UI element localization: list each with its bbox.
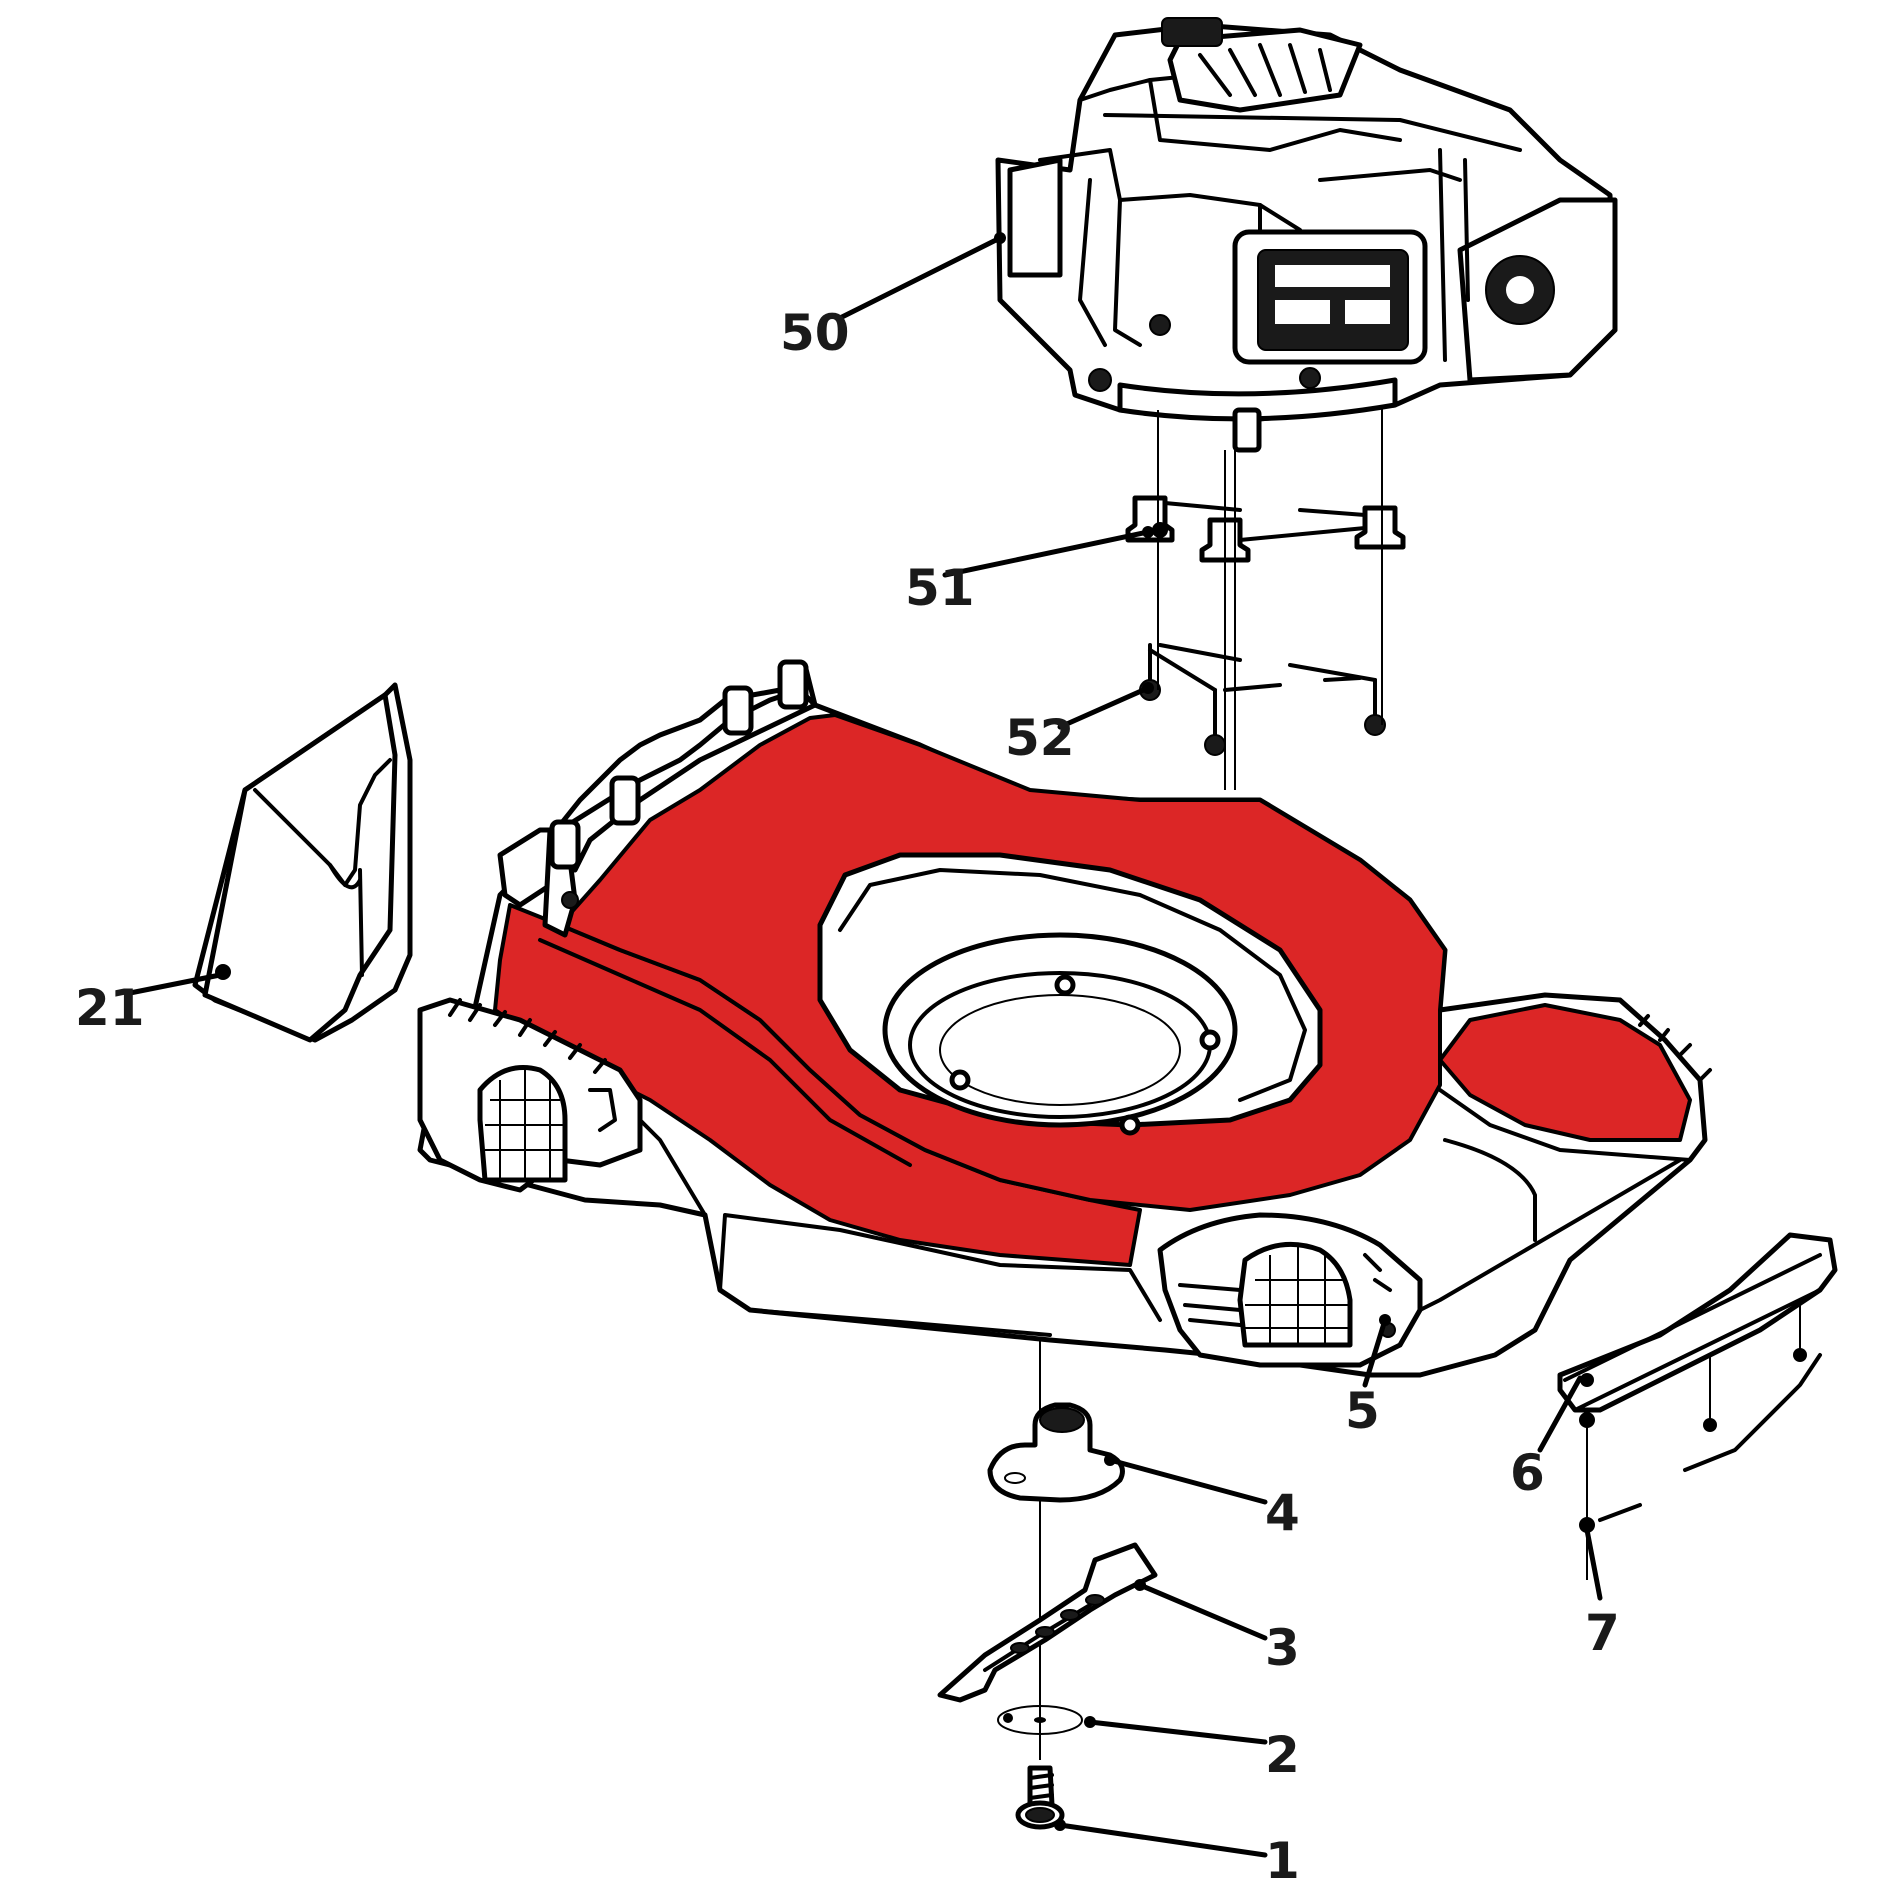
leader-lines (127, 232, 1603, 1858)
callout-2: 2 (1265, 1726, 1300, 1784)
engine-part (995, 17, 1618, 453)
mounting-bolt-group (1139, 643, 1386, 756)
blade-part (937, 1542, 1158, 1703)
callout-7: 7 (1585, 1604, 1620, 1662)
callout-50: 50 (780, 304, 850, 362)
spacer-bushing-group (1125, 495, 1406, 563)
callout-6: 6 (1510, 1444, 1545, 1502)
callout-3: 3 (1265, 1619, 1300, 1677)
callout-4: 4 (1265, 1484, 1300, 1542)
callout-51: 51 (905, 559, 975, 617)
callout-52: 52 (1005, 709, 1075, 767)
washer-part (997, 1705, 1083, 1735)
callout-21: 21 (75, 979, 145, 1037)
callout-1: 1 (1265, 1832, 1300, 1885)
blade-adapter-part (987, 1402, 1125, 1503)
callout-5: 5 (1345, 1382, 1380, 1440)
mower-deck-part (417, 659, 1712, 1378)
front-guard-part (1557, 1232, 1838, 1533)
blade-bolt-part (1015, 1765, 1065, 1830)
rear-flap-part (192, 682, 413, 1043)
